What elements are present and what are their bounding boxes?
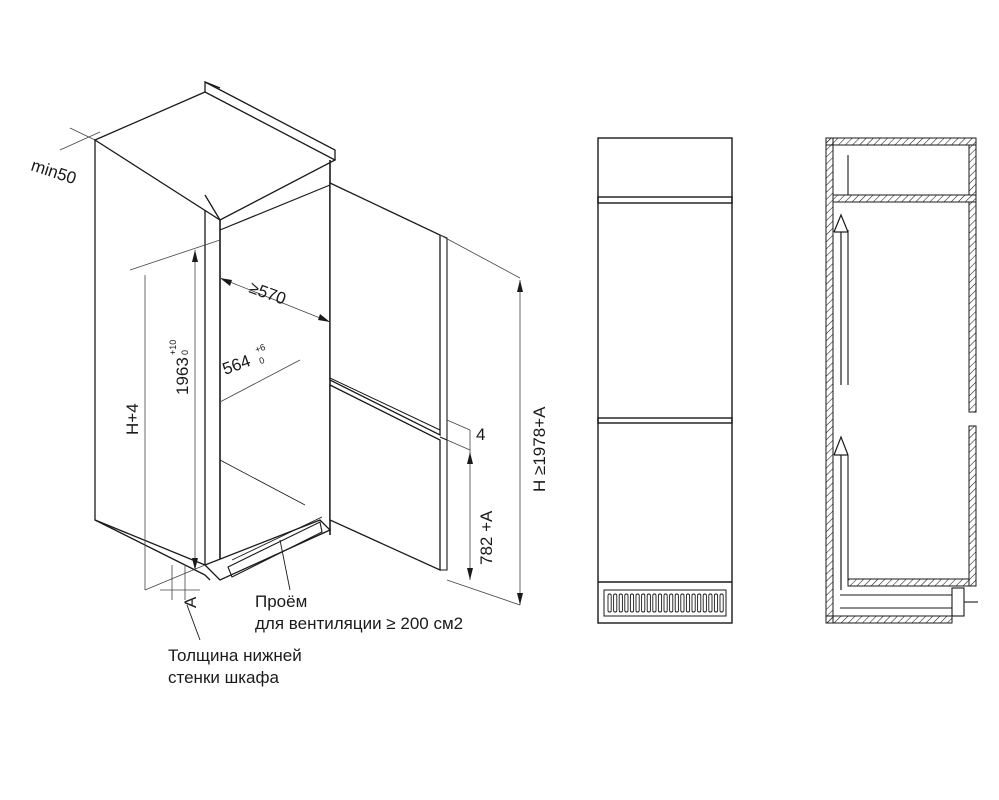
vent-caption-line2: для вентиляции ≥ 200 см2 — [255, 614, 464, 633]
depth-total-label: ≥570 — [247, 278, 289, 309]
niche-top-edge — [219, 184, 331, 231]
section-left-wall — [825, 137, 834, 624]
section-bottom-wall — [825, 615, 953, 624]
front-view — [597, 137, 733, 624]
vent-grille-slots — [607, 593, 724, 613]
vent-caption-line1: Проём — [255, 592, 308, 611]
grille-slot — [669, 593, 674, 613]
grille-slot — [702, 593, 707, 613]
grille-slot — [674, 593, 679, 613]
airflow-arrow-lower — [833, 435, 849, 590]
gap-4-label: 4 — [476, 425, 485, 444]
grille-slot — [713, 593, 719, 613]
grille-slot — [629, 593, 635, 613]
grille-slot — [646, 593, 651, 613]
section-right-wall-low — [968, 425, 977, 587]
bottom-wall-caption: Толщина нижней стенки шкафа — [168, 645, 302, 689]
side-section-view — [825, 137, 978, 624]
open-door-upper — [329, 181, 441, 437]
grille-slot — [607, 593, 612, 613]
grille-slot — [618, 593, 623, 613]
section-floor-shelf — [847, 578, 970, 587]
depth-inner-tol-top: +6 — [254, 342, 267, 355]
grille-slot — [680, 593, 685, 613]
h-plus-4-label: H+4 — [123, 403, 142, 435]
cabinet-top-lip — [204, 80, 336, 160]
airflow-arrow-upper — [833, 213, 849, 385]
isometric-niche-view — [59, 80, 523, 641]
depth-inner-label: 564 — [220, 351, 253, 379]
min-gap-label: min50 — [29, 156, 79, 188]
a-label: A — [181, 596, 200, 608]
vent-opening — [227, 521, 323, 578]
depth-inner-tol-bottom: 0 — [258, 355, 266, 366]
grille-slot — [719, 593, 724, 613]
grille-slot — [697, 593, 702, 613]
grille-slot — [613, 593, 618, 613]
h-total-label: H ≥1978+A — [530, 406, 549, 492]
niche-height-tol-bottom: 0 — [180, 350, 190, 355]
niche-height-label: 1963 — [173, 357, 192, 395]
front-top-panel-seam — [597, 196, 733, 204]
grille-slot — [657, 593, 663, 613]
front-door-seam — [597, 417, 733, 424]
grille-slot — [663, 593, 668, 613]
grille-slot — [641, 593, 646, 613]
niche-height-tol-top: +10 — [168, 340, 178, 355]
vent-opening-caption: Проём для вентиляции ≥ 200 см2 — [255, 591, 463, 635]
section-right-wall-top — [968, 144, 977, 196]
front-outline — [597, 137, 733, 624]
niche-floor — [203, 519, 332, 581]
grille-slot — [685, 593, 691, 613]
bottom-caption-line2: стенки шкафа — [168, 668, 279, 687]
front-vent-grille — [603, 589, 727, 617]
bottom-caption-line1: Толщина нижней — [168, 646, 302, 665]
grille-slot — [691, 593, 696, 613]
grille-slot — [708, 593, 713, 613]
grille-slot — [652, 593, 657, 613]
section-right-wall-mid — [968, 201, 977, 413]
grille-slot — [635, 593, 640, 613]
grille-slot — [624, 593, 629, 613]
section-shelf — [832, 194, 977, 203]
lower-door-label: 782 +A — [477, 510, 496, 565]
section-top-wall — [825, 137, 977, 146]
